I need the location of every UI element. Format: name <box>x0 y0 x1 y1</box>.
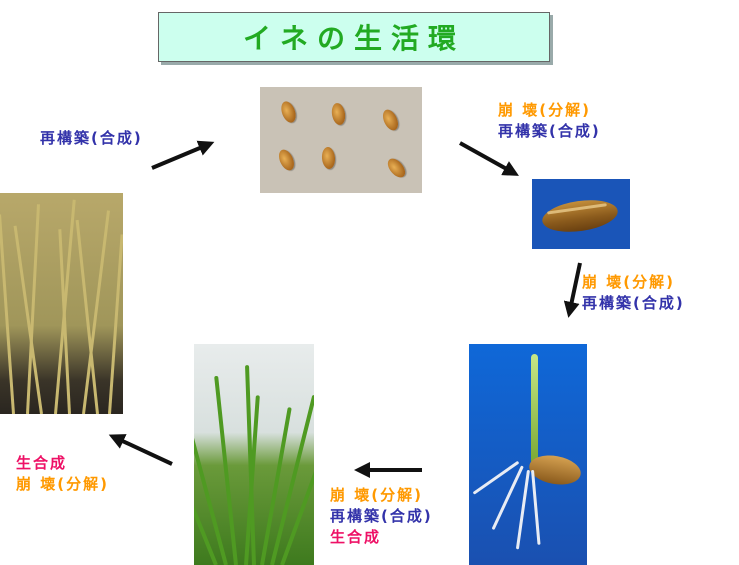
decomposition-text: 崩 壊(分解) <box>16 475 109 493</box>
biosynthesis-text: 生合成 <box>16 454 68 472</box>
seeds-photo <box>260 87 422 193</box>
arrow-icon <box>151 140 215 170</box>
page-title: イネの生活環 <box>242 22 465 55</box>
label-right-mid: 崩 壊(分解) 再構築(合成) <box>582 272 685 314</box>
reconstruction-text: 再構築(合成) <box>330 507 433 525</box>
sprout <box>531 354 538 464</box>
germinating-seed-photo <box>469 344 587 565</box>
reconstruction-text: 再構築(合成) <box>582 294 685 312</box>
label-bottom-mid: 崩 壊(分解) 再構築(合成) 生合成 <box>330 485 433 548</box>
label-top-left: 再構築(合成) <box>40 128 143 149</box>
decomposition-text: 崩 壊(分解) <box>330 486 423 504</box>
biosynthesis-text: 生合成 <box>330 528 382 546</box>
arrow-icon <box>108 434 173 466</box>
decomposition-text: 崩 壊(分解) <box>498 101 591 119</box>
arrow-icon <box>459 141 519 176</box>
title-box: イネの生活環 <box>158 12 550 62</box>
single-seed-photo <box>532 179 630 249</box>
reconstruction-text: 再構築(合成) <box>498 122 601 140</box>
label-left: 生合成 崩 壊(分解) <box>16 453 109 495</box>
label-top-right: 崩 壊(分解) 再構築(合成) <box>498 100 601 142</box>
mature-rice-photo <box>0 193 123 414</box>
reconstruction-text: 再構築(合成) <box>40 129 143 147</box>
decomposition-text: 崩 壊(分解) <box>582 273 675 291</box>
arrow-icon <box>563 262 582 318</box>
seedling-photo <box>194 344 314 565</box>
